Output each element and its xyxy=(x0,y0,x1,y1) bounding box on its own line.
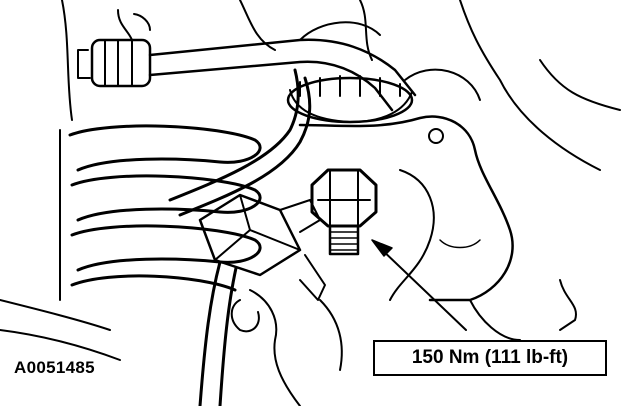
brake-hose xyxy=(168,68,312,217)
sensor-cable xyxy=(198,260,238,406)
figure-id-label: A0051485 xyxy=(14,358,95,377)
ball-joint-nut xyxy=(310,168,378,228)
callout-arrow xyxy=(371,239,467,331)
harness-clip xyxy=(198,193,326,301)
upper-control-arm xyxy=(148,21,481,112)
coil-spring xyxy=(59,124,262,301)
torque-spec-callout: 150 Nm (111 lb-ft) xyxy=(373,340,607,376)
lower-details xyxy=(0,289,343,406)
body-outline xyxy=(61,0,621,171)
stabilizer-bar-bushing xyxy=(77,9,152,88)
steering-knuckle xyxy=(298,115,577,341)
ball-joint-stud xyxy=(328,224,360,256)
